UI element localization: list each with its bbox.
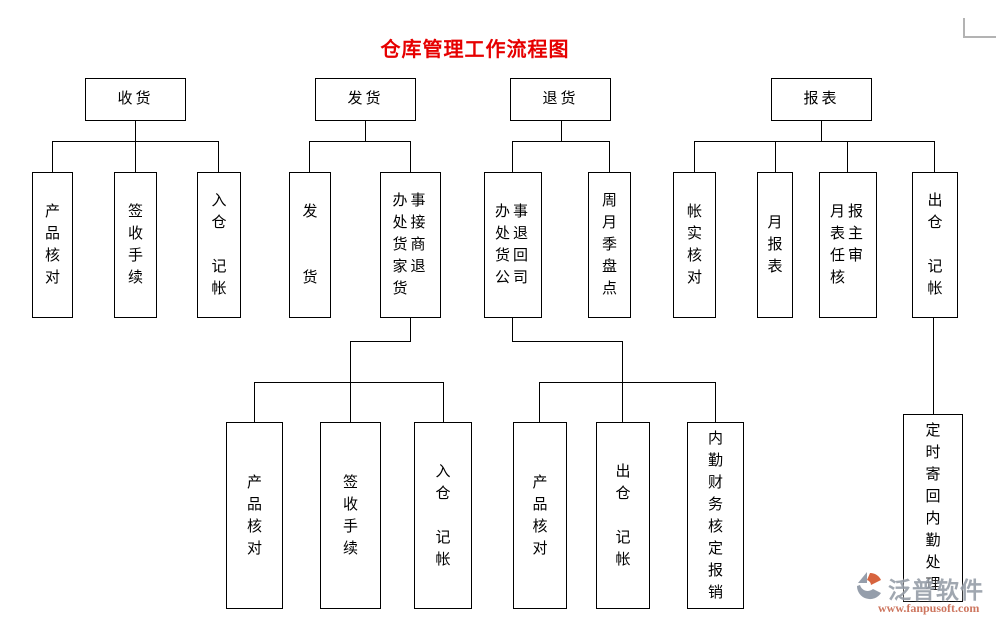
- node-account-physical-check: 帐 实 核 对: [673, 172, 716, 318]
- node-product-check-returns: 产 品 核 对: [513, 422, 567, 609]
- connector: [775, 141, 776, 173]
- corner-mark: [963, 18, 965, 38]
- node-reports: 报表: [771, 78, 872, 121]
- node-label: 发 货: [302, 204, 318, 286]
- node-warehouse-in-bookkeeping-shipping: 入 仓 记 帐: [414, 422, 472, 609]
- connector: [309, 141, 310, 173]
- node-receiving: 收货: [85, 78, 186, 121]
- connector: [365, 120, 366, 142]
- node-label: 办事 处退 货回 公司: [494, 204, 531, 286]
- node-label: 收货: [117, 91, 154, 107]
- connector: [512, 141, 610, 142]
- node-office-pickup-merchant-return: 办事 处接 货商 家退 货: [380, 172, 441, 318]
- node-monthly-report: 月 报 表: [757, 172, 793, 318]
- node-label: 出 仓 记 帐: [615, 463, 631, 568]
- connector: [609, 141, 610, 173]
- connector: [694, 141, 695, 173]
- node-returns: 退货: [510, 78, 611, 121]
- node-label: 入 仓 记 帐: [211, 193, 227, 297]
- node-label: 签 收 手 续: [127, 204, 143, 286]
- connector: [847, 141, 848, 173]
- connector: [443, 382, 444, 423]
- connector: [512, 341, 623, 342]
- connector: [539, 382, 716, 383]
- node-label: 定 时 寄 回 内 勤 处 理: [925, 423, 941, 593]
- connector: [539, 382, 540, 423]
- node-office-return-to-company: 办事 处退 货回 公司: [484, 172, 542, 318]
- node-scheduled-return-internal-processing: 定 时 寄 回 内 勤 处 理: [903, 414, 963, 602]
- connector: [218, 141, 219, 173]
- node-internal-finance-reimbursement: 内 勤 财 务 核 定 报 销: [687, 422, 744, 609]
- connector: [350, 341, 411, 342]
- node-label: 周 月 季 盘 点: [601, 193, 617, 297]
- node-signoff-procedure-receiving: 签 收 手 续: [114, 172, 157, 318]
- connector: [135, 141, 136, 173]
- connector: [694, 141, 935, 142]
- node-label: 月 报 表: [767, 215, 783, 275]
- connector: [254, 382, 444, 383]
- node-warehouse-out-bookkeeping-reports: 出 仓 记 帐: [912, 172, 958, 318]
- node-label: 产 品 核 对: [44, 204, 60, 286]
- connector: [512, 141, 513, 173]
- connector: [52, 141, 53, 173]
- node-shipping: 发货: [315, 78, 416, 121]
- connector: [933, 317, 934, 415]
- node-ship-goods: 发 货: [289, 172, 331, 318]
- node-label: 帐 实 核 对: [686, 204, 702, 286]
- node-product-check-shipping: 产 品 核 对: [226, 422, 283, 609]
- node-signoff-procedure-shipping: 签 收 手 续: [320, 422, 381, 609]
- node-label: 产 品 核 对: [532, 474, 548, 557]
- watermark: 泛普软件 www.fanpusoft.com: [848, 568, 996, 616]
- connector: [410, 317, 411, 342]
- connector: [135, 120, 136, 142]
- corner-mark: [963, 36, 996, 38]
- connector: [934, 141, 935, 173]
- node-label: 出 仓 记 帐: [927, 193, 943, 297]
- connector: [254, 382, 255, 423]
- fanpu-logo-icon: [856, 572, 881, 600]
- node-label: 签 收 手 续: [342, 474, 358, 557]
- connector: [821, 120, 822, 142]
- connector: [410, 141, 411, 173]
- node-product-check-receiving: 产 品 核 对: [32, 172, 73, 318]
- page-title: 仓库管理工作流程图: [380, 39, 570, 61]
- connector: [309, 141, 411, 142]
- node-label: 入 仓 记 帐: [435, 463, 451, 568]
- connector: [715, 382, 716, 423]
- node-label: 产 品 核 对: [246, 474, 262, 557]
- connector: [512, 317, 513, 342]
- node-periodic-inventory-count: 周 月 季 盘 点: [588, 172, 631, 318]
- node-label: 办事 处接 货商 家退 货: [392, 193, 429, 297]
- node-label: 退货: [542, 91, 579, 107]
- connector: [561, 120, 562, 142]
- watermark-url: www.fanpusoft.com: [878, 601, 980, 615]
- node-warehouse-in-bookkeeping-receiving: 入 仓 记 帐: [197, 172, 241, 318]
- node-label: 内 勤 财 务 核 定 报 销: [707, 430, 723, 601]
- node-warehouse-out-bookkeeping-returns: 出 仓 记 帐: [596, 422, 650, 609]
- node-label: 报表: [803, 91, 840, 107]
- watermark-brand: 泛普软件: [888, 578, 984, 603]
- node-monthly-report-director-review: 月报 表主 任审 核: [819, 172, 877, 318]
- node-label: 月报 表主 任审 核: [829, 204, 866, 286]
- node-label: 发货: [347, 91, 384, 107]
